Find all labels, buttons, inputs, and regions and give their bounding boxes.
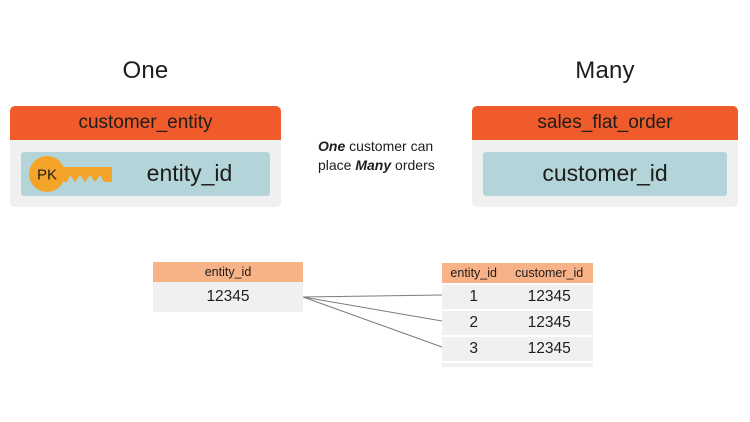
customer-entity-table: customer_entity PK entity_id <box>10 106 281 207</box>
entity-id-sample-header: entity_id <box>153 262 303 282</box>
orders-sample-row: 1 12345 <box>442 285 593 309</box>
entity-id-field-row: PK entity_id <box>21 151 270 196</box>
connector-line-row3 <box>302 296 443 348</box>
sales-flat-order-table: sales_flat_order customer_id <box>472 106 738 207</box>
primary-key-icon: PK <box>29 155 112 192</box>
sales-flat-order-table-title: sales_flat_order <box>472 106 738 140</box>
customer-id-field-row: customer_id <box>483 151 727 196</box>
sales-flat-order-table-body: customer_id <box>472 140 738 207</box>
note-line1-rest: customer can <box>345 138 434 154</box>
orders-header-customer-id: customer_id <box>515 266 584 280</box>
one-heading: One <box>122 57 169 84</box>
customer-entity-table-body: PK entity_id <box>10 140 281 207</box>
note-bold-one: One <box>318 138 346 154</box>
orders-sample-header-row: entity_id customer_id <box>442 263 593 283</box>
entity-id-sample-table: entity_id 12345 <box>153 262 303 312</box>
orders-sample-footer-strip <box>442 363 593 367</box>
many-heading: Many <box>575 57 635 84</box>
customer-entity-table-title: customer_entity <box>10 106 281 140</box>
note-bold-many: Many <box>355 157 392 173</box>
connector-line-row1 <box>302 294 443 298</box>
orders-sample-table: entity_id customer_id 1 12345 2 12345 3 … <box>442 263 593 367</box>
orders-header-entity-id: entity_id <box>450 266 497 280</box>
order-entity-id: 3 <box>469 340 479 357</box>
order-customer-id: 12345 <box>527 288 571 305</box>
pk-label: PK <box>37 166 57 183</box>
relationship-note: One customer can place Many orders <box>318 137 448 175</box>
note-line2-rest: orders <box>391 157 435 173</box>
order-customer-id: 12345 <box>527 314 571 331</box>
orders-sample-row: 3 12345 <box>442 337 593 361</box>
order-entity-id: 1 <box>469 288 479 305</box>
order-customer-id: 12345 <box>527 340 571 357</box>
orders-sample-row: 2 12345 <box>442 311 593 335</box>
customer-id-field-label: customer_id <box>542 160 668 186</box>
connector-line-row2 <box>302 296 443 322</box>
note-line2-start: place <box>318 157 356 173</box>
entity-id-sample-value: 12345 <box>153 282 303 312</box>
entity-id-field-label: entity_id <box>146 160 233 186</box>
order-entity-id: 2 <box>469 314 479 331</box>
